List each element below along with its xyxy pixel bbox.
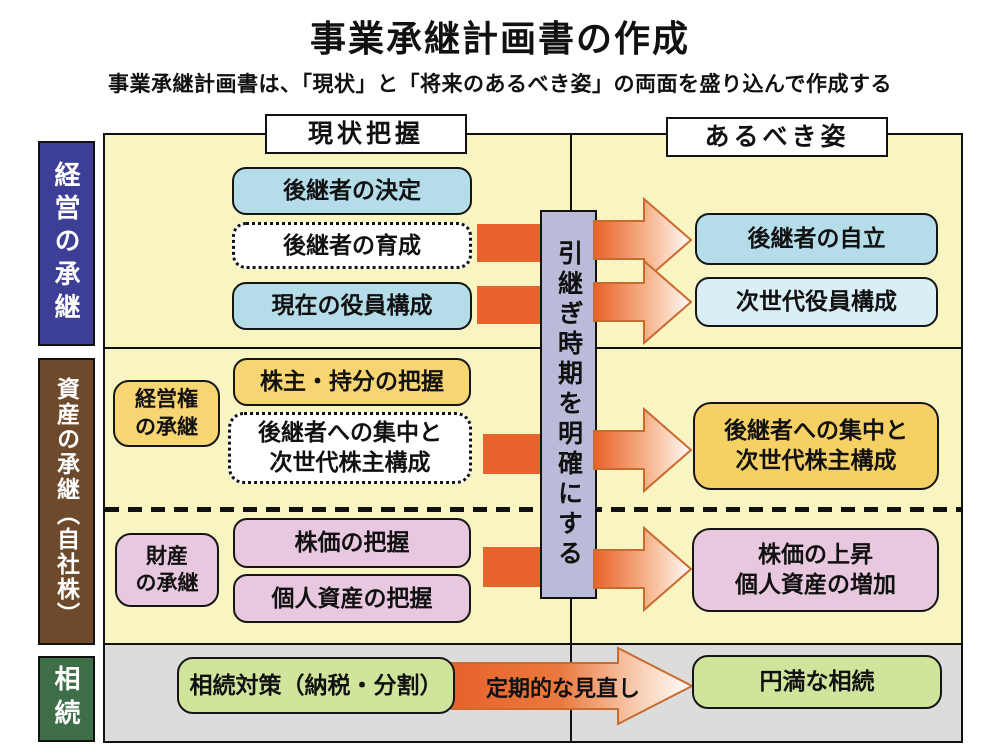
arrow-tail-board	[477, 286, 541, 324]
box-successor-decision: 後継者の決定	[232, 167, 472, 215]
sidebar-label-assets-text: 資産の承継（自社株）	[53, 376, 80, 627]
box-personal-assets-grasp: 個人資産の把握	[233, 574, 471, 623]
sidebar-label-assets: 資産の承継（自社株）	[38, 358, 95, 645]
box-shareholding-grasp: 株主・持分の把握	[233, 358, 471, 406]
box-mgmt-rights-label: 経営権 の承継	[113, 380, 220, 447]
sidebar-label-management: 経営の承継	[38, 141, 95, 346]
arrow-tail-training	[477, 224, 541, 262]
box-successor-training: 後継者の育成	[232, 222, 472, 269]
col-header-current-state: 現状把握	[265, 114, 467, 154]
arrow-tail-concentration	[483, 434, 542, 474]
sidebar-label-management-text: 経営の承継	[51, 161, 81, 326]
box-stock-price-grasp: 株価の把握	[233, 518, 471, 568]
center-timing-box-text: 引継ぎ時期を明確にする	[554, 239, 583, 570]
box-successor-independence: 後継者の自立	[695, 213, 938, 265]
sidebar-label-inheritance: 相続	[38, 656, 95, 742]
divider-dashed-assets	[105, 507, 961, 512]
sidebar-label-inheritance-text: 相続	[51, 665, 81, 733]
box-current-board: 現在の役員構成	[232, 282, 472, 330]
box-stock-rise-ideal: 株価の上昇 個人資産の増加	[692, 528, 939, 612]
col-header-ideal-state: あるべき姿	[666, 117, 888, 157]
label-periodic-review: 定期的な見直し	[485, 676, 640, 701]
box-property-label: 財産 の承継	[115, 533, 219, 607]
box-concentration-ideal: 後継者への集中と 次世代株主構成	[693, 402, 939, 490]
box-concentration-current: 後継者への集中と 次世代株主構成	[228, 412, 472, 484]
page-title: 事業承継計画書の作成	[309, 18, 690, 59]
box-harmonious-inheritance: 円満な相続	[692, 655, 942, 709]
center-timing-box: 引継ぎ時期を明確にする	[540, 210, 597, 599]
box-inheritance-measures: 相続対策（納税・分割）	[177, 657, 455, 714]
arrow-tail-stock	[483, 547, 542, 587]
page-subtitle: 事業承継計画書は、「現状」と「将来のあるべき姿」の両面を盛り込んで作成する	[108, 73, 892, 96]
box-next-gen-board: 次世代役員構成	[695, 277, 938, 327]
divider-management-assets	[105, 347, 961, 349]
